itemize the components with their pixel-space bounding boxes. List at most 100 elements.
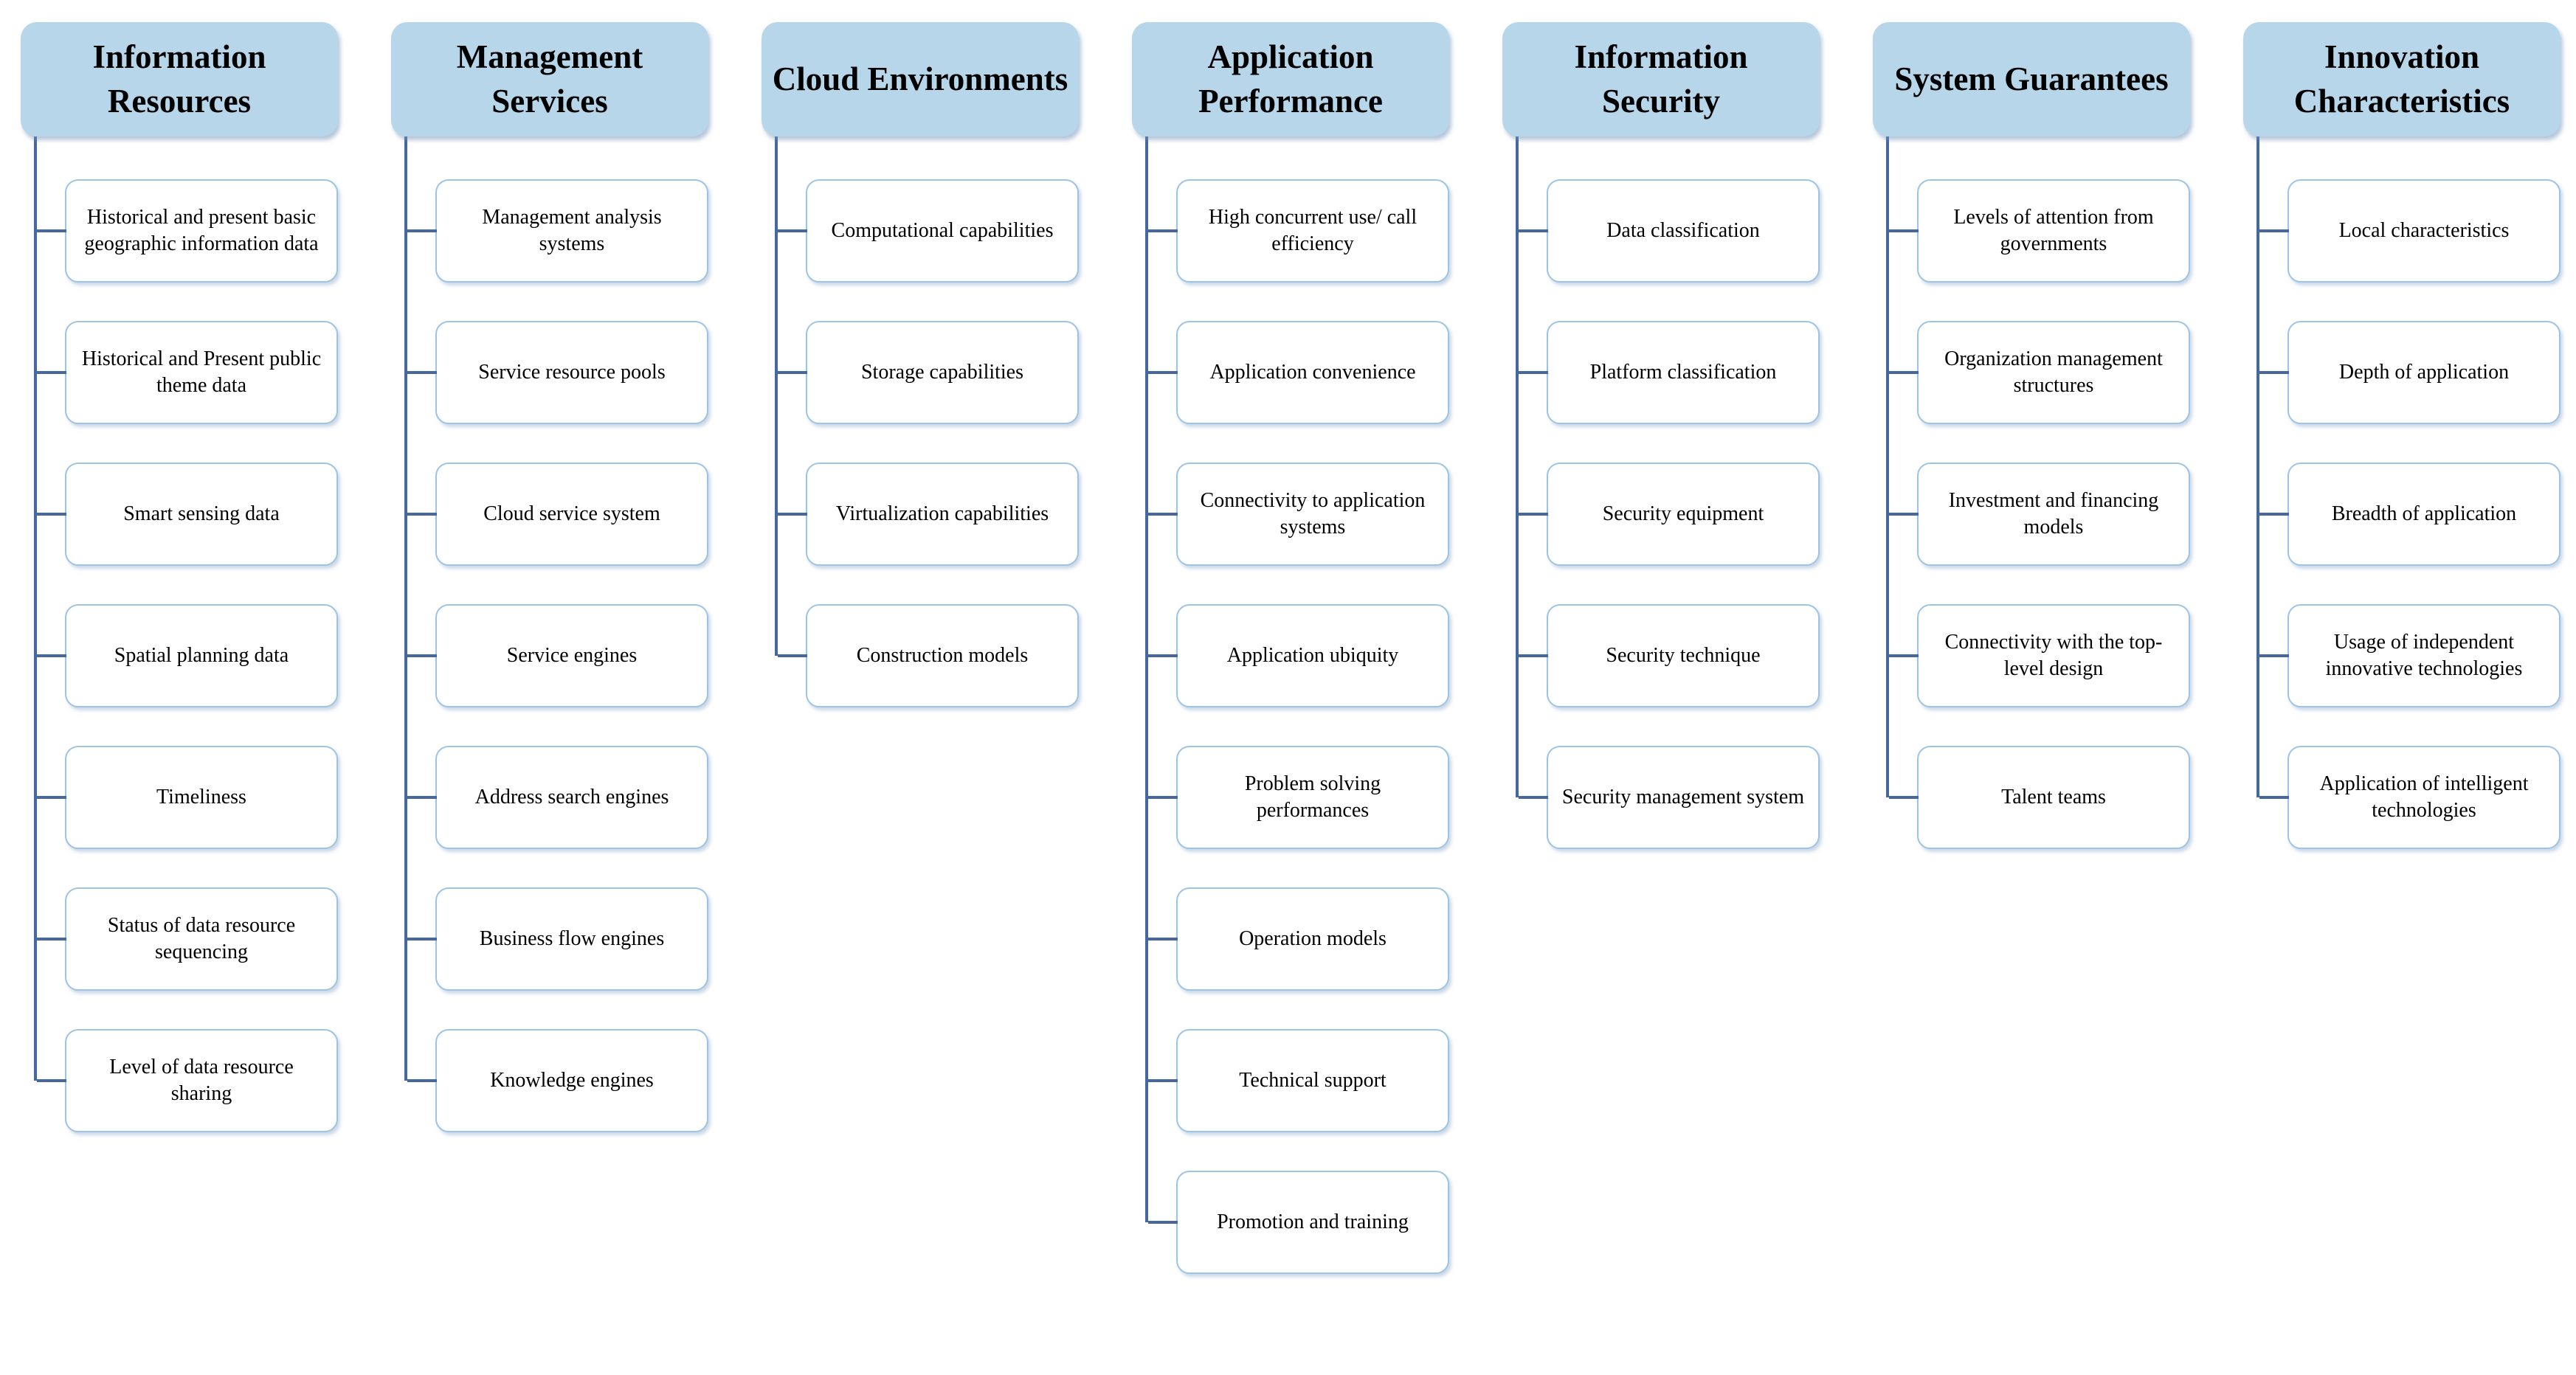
category-title: Innovation Characteristics (2293, 38, 2510, 120)
list-item: Promotion and training (1176, 1171, 1449, 1274)
item-label: Cloud service system (483, 502, 660, 526)
item-label: Data classification (1606, 219, 1760, 243)
list-item: Virtualization capabilities (806, 463, 1079, 566)
item-label: Computational capabilities (831, 219, 1054, 243)
category-header: Cloud Environments (762, 22, 1079, 136)
list-item: Operation models (1176, 887, 1449, 991)
category-column-5: Information Security Data classification… (1502, 22, 1820, 1274)
category-column-7: Innovation Characteristics Local charact… (2243, 22, 2561, 1274)
list-item: Connectivity to application systems (1176, 463, 1449, 566)
list-item: Spatial planning data (65, 604, 338, 707)
item-label: Smart sensing data (123, 502, 280, 526)
item-label: Operation models (1239, 927, 1387, 951)
list-item: Timeliness (65, 746, 338, 849)
item-list: Data classification Platform classificat… (1502, 179, 1820, 849)
list-item: Application ubiquity (1176, 604, 1449, 707)
category-title: Information Resources (92, 38, 266, 120)
list-item: Breadth of application (2287, 463, 2561, 566)
item-list: Local characteristics Depth of applicati… (2243, 179, 2561, 849)
category-header: Innovation Characteristics (2243, 22, 2561, 136)
list-item: Level of data resource sharing (65, 1029, 338, 1132)
item-label: Platform classification (1589, 361, 1777, 384)
list-item: Data classification (1547, 179, 1820, 283)
connector-trunk-line (404, 136, 407, 1081)
item-label: Technical support (1239, 1069, 1387, 1092)
list-item: Address search engines (435, 746, 708, 849)
list-item: Organization management structures (1917, 321, 2190, 424)
category-header: Information Security (1502, 22, 1820, 136)
list-item: Computational capabilities (806, 179, 1079, 283)
item-label: Usage of independent innovative technolo… (2325, 631, 2523, 680)
connector-trunk-line (1516, 136, 1519, 797)
item-label: Levels of attention from governments (1953, 206, 2154, 255)
item-label: Level of data resource sharing (109, 1056, 294, 1105)
list-item: Levels of attention from governments (1917, 179, 2190, 283)
item-label: Connectivity with the top-level design (1944, 631, 2163, 680)
item-label: Investment and financing models (1948, 489, 2159, 538)
category-column-6: System Guarantees Levels of attention fr… (1873, 22, 2190, 1274)
list-item: Knowledge engines (435, 1029, 708, 1132)
list-item: Application convenience (1176, 321, 1449, 424)
item-label: Timeliness (156, 786, 246, 809)
category-title: Management Services (456, 38, 643, 120)
hierarchy-diagram: Information Resources Historical and pre… (0, 0, 2576, 1274)
item-label: Security equipment (1602, 502, 1764, 526)
list-item: Problem solving performances (1176, 746, 1449, 849)
list-item: Technical support (1176, 1029, 1449, 1132)
item-label: Security technique (1606, 644, 1761, 668)
category-title: Cloud Environments (772, 60, 1068, 97)
category-title: Application Performance (1198, 38, 1383, 120)
list-item: Security management system (1547, 746, 1820, 849)
item-label: Application convenience (1209, 361, 1416, 384)
list-item: Management analysis systems (435, 179, 708, 283)
item-list: High concurrent use/ call efficiency App… (1132, 179, 1449, 1274)
category-column-2: Management Services Management analysis … (391, 22, 708, 1274)
list-item: Security technique (1547, 604, 1820, 707)
category-column-4: Application Performance High concurrent … (1132, 22, 1449, 1274)
item-label: Application ubiquity (1226, 644, 1399, 668)
list-item: Business flow engines (435, 887, 708, 991)
category-column-3: Cloud Environments Computational capabil… (762, 22, 1079, 1274)
connector-trunk-line (34, 136, 37, 1081)
list-item: Depth of application (2287, 321, 2561, 424)
list-item: Construction models (806, 604, 1079, 707)
item-label: Storage capabilities (860, 361, 1024, 384)
list-item: High concurrent use/ call efficiency (1176, 179, 1449, 283)
item-label: Service resource pools (478, 361, 666, 384)
list-item: Talent teams (1917, 746, 2190, 849)
category-title: Information Security (1574, 38, 1748, 120)
list-item: Usage of independent innovative technolo… (2287, 604, 2561, 707)
item-label: Problem solving performances (1244, 772, 1381, 822)
item-list: Management analysis systems Service reso… (391, 179, 708, 1132)
list-item: Local characteristics (2287, 179, 2561, 283)
item-list: Levels of attention from governments Org… (1873, 179, 2190, 849)
list-item: Status of data resource sequencing (65, 887, 338, 991)
list-item: Smart sensing data (65, 463, 338, 566)
list-item: Cloud service system (435, 463, 708, 566)
item-label: Virtualization capabilities (835, 502, 1049, 526)
category-header: Management Services (391, 22, 708, 136)
list-item: Historical and present basic geographic … (65, 179, 338, 283)
item-label: Application of intelligent technologies (2319, 772, 2529, 822)
list-item: Platform classification (1547, 321, 1820, 424)
list-item: Connectivity with the top-level design (1917, 604, 2190, 707)
connector-trunk-line (1145, 136, 1148, 1222)
item-label: Historical and present basic geographic … (84, 206, 319, 255)
item-label: Talent teams (2001, 786, 2106, 809)
item-label: Management analysis systems (482, 206, 662, 255)
item-label: High concurrent use/ call efficiency (1208, 206, 1418, 255)
item-label: Depth of application (2338, 361, 2510, 384)
list-item: Historical and Present public theme data (65, 321, 338, 424)
item-list: Historical and present basic geographic … (21, 179, 338, 1132)
list-item: Security equipment (1547, 463, 1820, 566)
item-label: Local characteristics (2338, 219, 2510, 243)
item-list: Computational capabilities Storage capab… (762, 179, 1079, 707)
category-header: System Guarantees (1873, 22, 2190, 136)
item-label: Connectivity to application systems (1200, 489, 1426, 538)
item-label: Construction models (856, 644, 1029, 668)
list-item: Service resource pools (435, 321, 708, 424)
category-title: System Guarantees (1894, 60, 2169, 97)
list-item: Storage capabilities (806, 321, 1079, 424)
category-header: Information Resources (21, 22, 338, 136)
category-header: Application Performance (1132, 22, 1449, 136)
